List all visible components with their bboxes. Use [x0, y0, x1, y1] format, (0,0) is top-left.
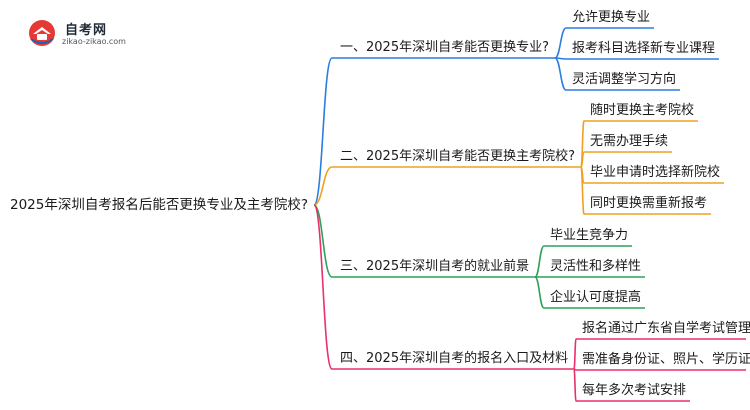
site-logo[interactable]: 自考网 zikao-zikao.com [28, 16, 148, 50]
logo-mark-icon [29, 20, 55, 46]
branch-connector [313, 204, 574, 370]
leaf-topic: 无需办理手续 [590, 134, 669, 149]
leaf-topic: 需准备身份证、照片、学历证明 [582, 352, 750, 367]
branch-connector [313, 166, 581, 206]
leaf-connector [534, 276, 645, 309]
leaf-topic: 随时更换主考院校 [590, 103, 695, 118]
branch-topic-change-school: 二、2025年深圳自考能否更换主考院校? [340, 149, 575, 164]
leaf-connector [580, 166, 711, 215]
leaf-topic: 允许更换专业 [572, 10, 651, 25]
leaf-topic: 灵活性和多样性 [550, 259, 642, 274]
logo-url: zikao-zikao.com [62, 37, 126, 46]
branch-topic-change-major: 一、2025年深圳自考能否更换专业? [340, 40, 549, 55]
leaf-topic: 灵活调整学习方向 [572, 72, 677, 87]
root-topic: 2025年深圳自考报名后能否更换专业及主考院校? [10, 197, 309, 213]
branch-topic-registration: 四、2025年深圳自考的报名入口及材料 [340, 351, 569, 366]
leaf-topic: 毕业申请时选择新院校 [590, 165, 721, 180]
leaf-connector [573, 368, 690, 402]
leaf-topic: 企业认可度提高 [550, 290, 642, 305]
leaf-topic: 毕业生竞争力 [550, 228, 629, 243]
leaf-connector [554, 57, 719, 60]
logo-name: 自考网 [65, 23, 108, 38]
leaf-connector [534, 245, 632, 278]
branch-connector [313, 204, 535, 278]
leaf-topic: 报考科目选择新专业课程 [572, 41, 716, 56]
branch-connector [313, 57, 555, 206]
leaf-topic: 同时更换需重新报考 [590, 196, 708, 211]
branch-topic-employment: 三、2025年深圳自考的就业前景 [340, 259, 530, 274]
leaf-topic: 每年多次考试安排 [582, 383, 687, 398]
leaf-topic: 报名通过广东省自学考试管理系统 [582, 321, 750, 336]
leaf-connector [554, 57, 680, 91]
leaf-connector [573, 338, 746, 370]
leaf-connector [573, 368, 746, 371]
leaf-connector [554, 27, 654, 59]
